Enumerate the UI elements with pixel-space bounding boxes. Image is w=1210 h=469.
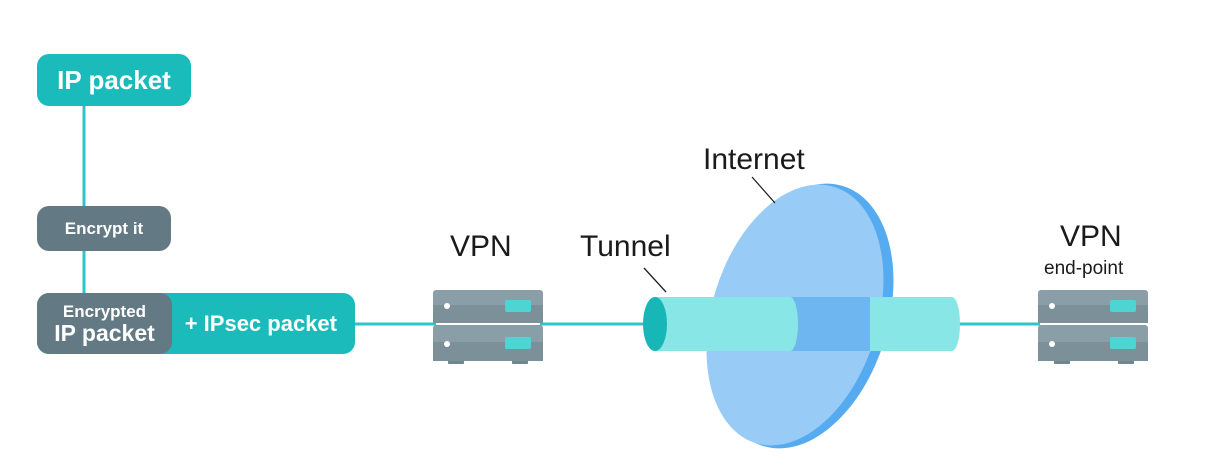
encrypt-step-box: Encrypt it — [37, 206, 171, 251]
tunnel-cylinder — [643, 297, 960, 351]
vpn-server-icon — [433, 290, 543, 364]
tunnel-entrance — [643, 297, 667, 351]
vpn-label: VPN — [450, 230, 512, 263]
encrypt-step-label: Encrypt it — [64, 218, 144, 238]
encrypted-label-line2: IP packet — [54, 319, 155, 346]
tunnel-label: Tunnel — [580, 230, 671, 263]
internet-pointer — [751, 176, 776, 204]
encrypted-ip-packet-box: Encrypted IP packet — [37, 293, 172, 354]
ip-packet-label: IP packet — [57, 64, 171, 95]
endpoint-title: VPN — [1060, 220, 1122, 253]
encrypted-label-line1: Encrypted — [62, 301, 147, 321]
ip-packet-box: IP packet — [37, 54, 191, 106]
internet-label: Internet — [703, 143, 805, 176]
vpn-endpoint-server-icon — [1038, 290, 1148, 364]
tunnel-pointer — [643, 267, 667, 293]
ipsec-packet-label: + IPsec packet — [184, 310, 337, 336]
endpoint-subtitle: end-point — [1044, 258, 1124, 279]
